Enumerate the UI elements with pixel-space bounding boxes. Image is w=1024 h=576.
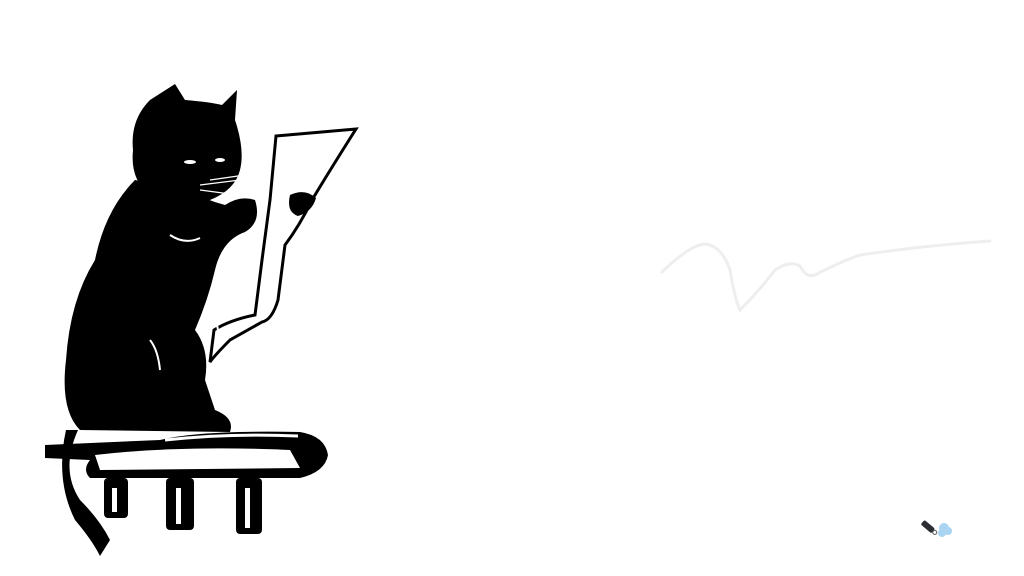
spray-nozzle (921, 520, 938, 535)
cat-paw (289, 192, 316, 216)
newspaper (208, 127, 359, 363)
spray-cloud (938, 523, 952, 537)
bench-highlight (164, 433, 299, 442)
cat-eye (215, 158, 225, 162)
bench-highlight (95, 448, 300, 470)
fur-highlights (149, 234, 219, 371)
bench-legs (104, 478, 262, 534)
brush-stroke (660, 239, 992, 313)
cat-head (132, 84, 242, 202)
cat-tail (62, 430, 110, 556)
cat-silhouette-artwork (45, 84, 359, 556)
cat-body (64, 180, 258, 432)
cat-eye (184, 160, 196, 164)
airbrush-spray-icon[interactable] (918, 518, 954, 542)
cat-whiskers (199, 174, 246, 196)
